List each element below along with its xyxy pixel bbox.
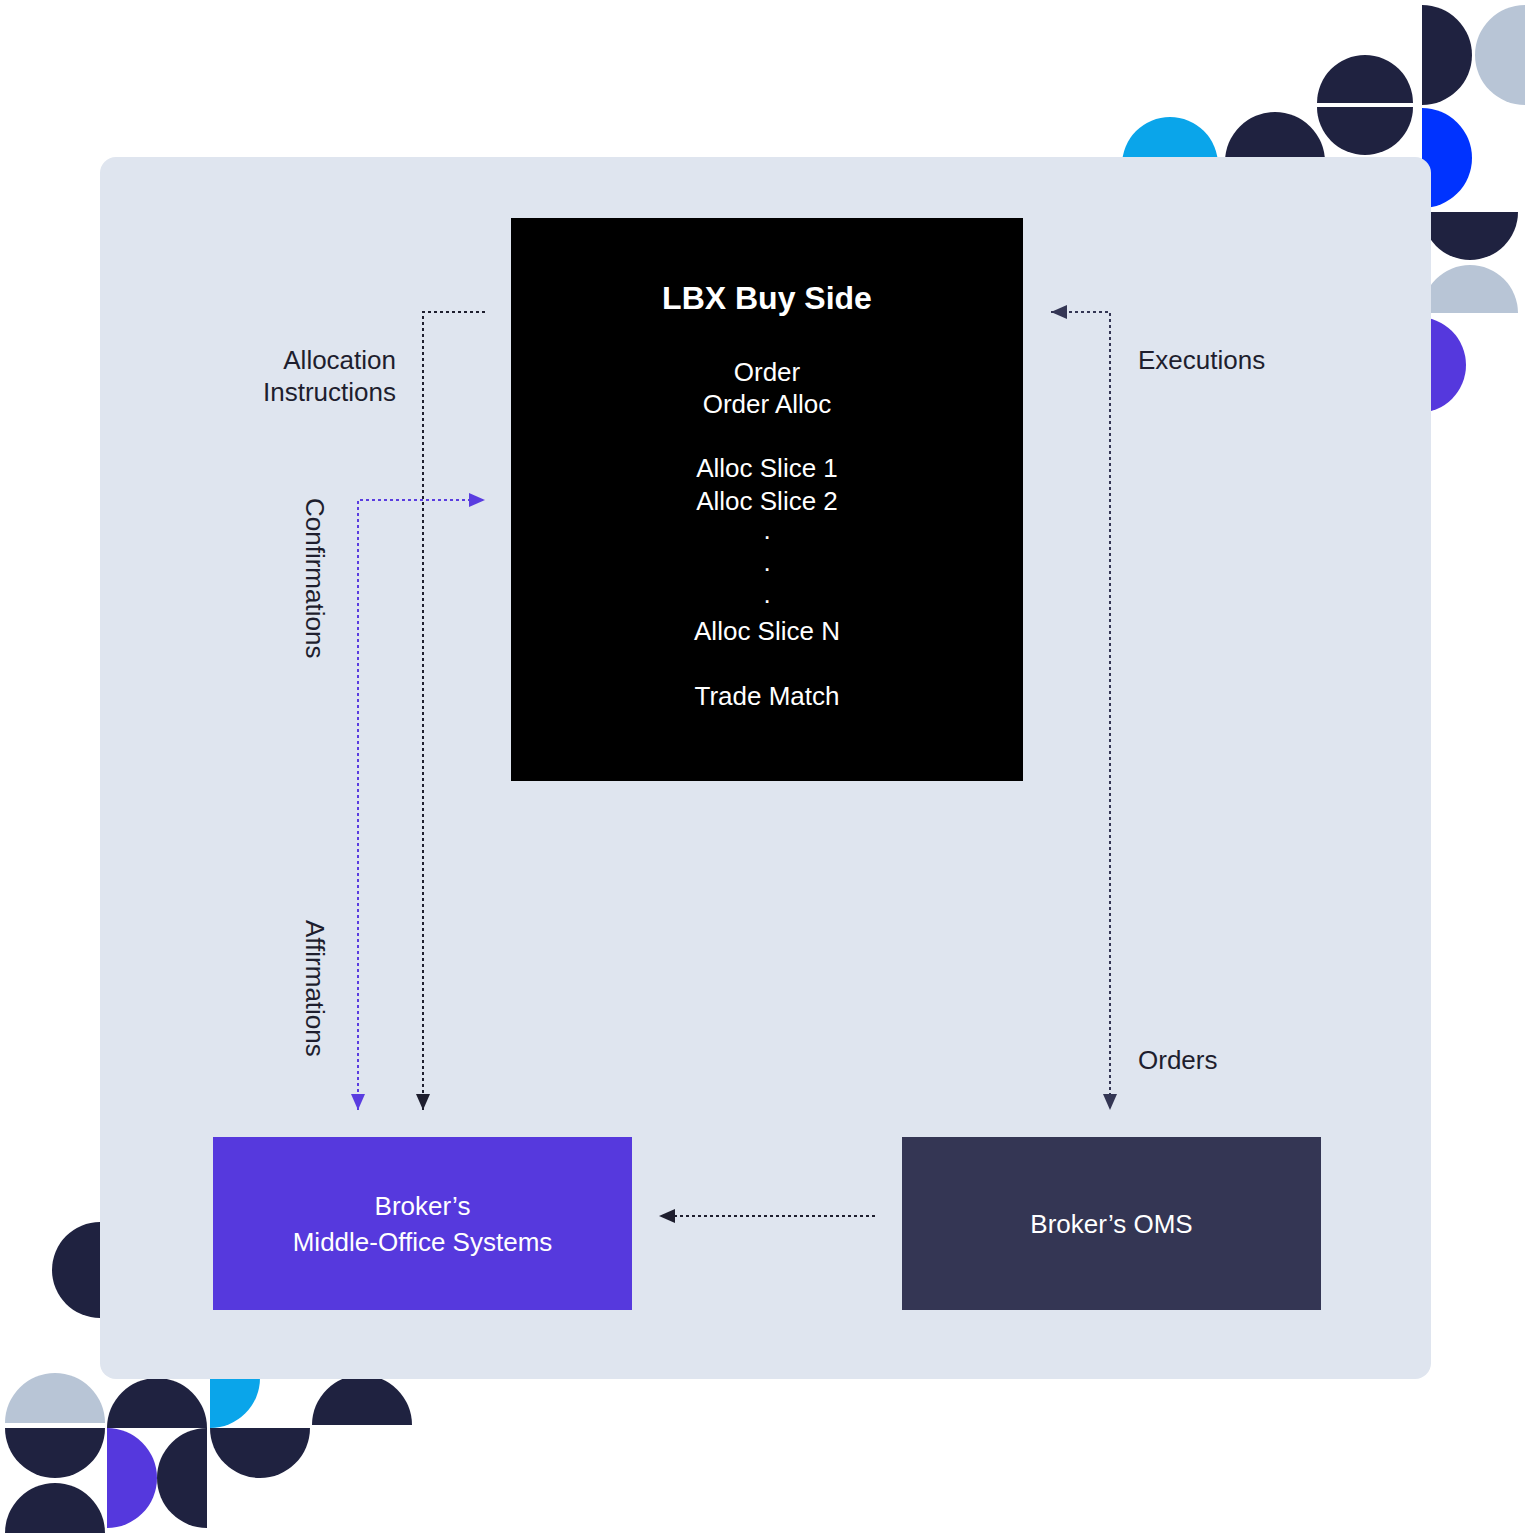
box-title: LBX Buy Side (511, 282, 1023, 314)
system-box: Broker’s Middle-Office Systems (213, 1137, 632, 1310)
box-text: Alloc Slice 1 (511, 452, 1023, 484)
system-box: Broker’s OMS (902, 1137, 1321, 1310)
flow-label: Confirmations (299, 498, 331, 658)
flow-connector (1051, 312, 1110, 1110)
deco-shape (210, 1428, 310, 1478)
box-text: Alloc Slice N (511, 615, 1023, 647)
flow-connector (358, 500, 485, 1110)
corner-shapes (5, 5, 1525, 1533)
deco-shape (1317, 107, 1413, 155)
deco-shape (157, 1428, 207, 1528)
background-panel (100, 157, 1431, 1379)
box-text: Alloc Slice 2 (511, 485, 1023, 517)
deco-shape (5, 1428, 105, 1478)
deco-shape (1422, 265, 1518, 313)
box-text: Order (511, 356, 1023, 388)
box-text: Trade Match (511, 680, 1023, 712)
deco-shape (107, 1428, 157, 1528)
deco-shape (107, 1378, 207, 1428)
flow-label: Affirmations (299, 920, 331, 1057)
box-text: Order Alloc (511, 388, 1023, 420)
box-text: . (511, 514, 1023, 546)
box-text: Broker’s OMS (1030, 1206, 1192, 1242)
flow-connector (423, 312, 485, 1110)
deco-shape (312, 1375, 412, 1425)
deco-shape (1422, 212, 1518, 260)
deco-shape (1317, 55, 1413, 103)
deco-shape (1475, 5, 1525, 105)
deco-shape (1422, 5, 1472, 105)
deco-shape (52, 1222, 100, 1318)
deco-shape (1225, 112, 1325, 162)
system-box: LBX Buy SideOrderOrder AllocAlloc Slice … (511, 218, 1023, 781)
flow-label: Allocation Instructions (226, 344, 396, 408)
deco-shape (210, 1378, 260, 1428)
deco-shape (5, 1483, 105, 1533)
flow-label: Executions (1138, 344, 1265, 376)
flow-connector (659, 1215, 875, 1217)
deco-shape (5, 1373, 105, 1423)
flow-label: Orders (1138, 1044, 1217, 1076)
box-text: . (511, 578, 1023, 610)
box-text: . (511, 546, 1023, 578)
box-text: Broker’s Middle-Office Systems (278, 1188, 568, 1260)
